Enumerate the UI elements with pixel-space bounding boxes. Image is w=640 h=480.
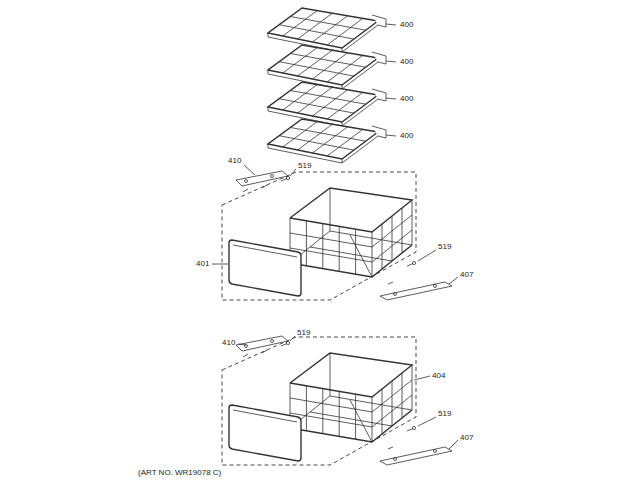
wire-shelf (268, 82, 386, 126)
callout-number: 519 (298, 161, 311, 171)
callout-number: 400 (400, 131, 413, 141)
callout-number: 400 (400, 20, 413, 30)
callout-number: 410 (228, 156, 241, 166)
callout-number: 400 (400, 57, 413, 67)
callout-number: 519 (438, 242, 451, 252)
callout-number: 407 (460, 433, 473, 443)
basket-assembly (222, 171, 452, 300)
wire-shelf (268, 8, 386, 52)
callout-number: 401 (196, 259, 209, 269)
callout-number: 519 (297, 328, 310, 338)
callout-number: 410 (222, 338, 235, 348)
callout-number: 404 (432, 371, 445, 381)
wire-shelf (268, 45, 386, 89)
wire-shelf (268, 119, 386, 163)
basket-assembly (222, 336, 452, 465)
callout-number: 407 (460, 270, 473, 280)
leader-lines (212, 24, 458, 449)
callout-number: 400 (400, 94, 413, 104)
callout-number: 519 (438, 409, 451, 419)
art-number: (ART NO. WR19078 C) (138, 468, 221, 478)
